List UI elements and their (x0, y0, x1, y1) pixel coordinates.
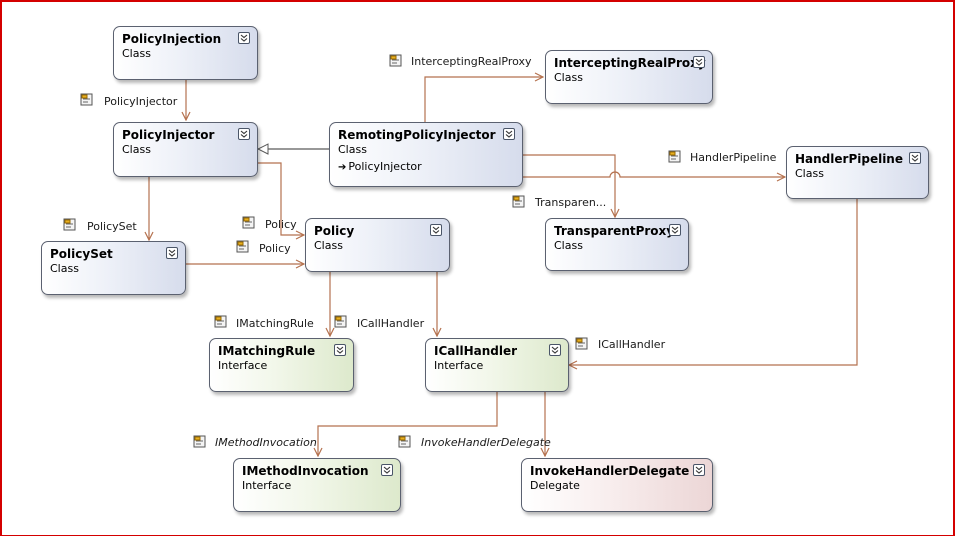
shape-policyset[interactable]: PolicySet Class (41, 241, 186, 295)
double-chevron-down-icon[interactable] (693, 464, 705, 476)
shape-name: ICallHandler (434, 344, 518, 358)
shape-name: PolicySet (50, 247, 113, 261)
double-chevron-down-icon[interactable] (669, 224, 681, 236)
shape-invokehandlerdelegate[interactable]: InvokeHandlerDelegate Delegate (521, 458, 713, 512)
assoc-policyinjector-policy[interactable] (258, 162, 304, 235)
shape-policy[interactable]: Policy Class (305, 218, 450, 272)
shape-kind: Class (314, 239, 343, 252)
label-policyinjector-assoc: PolicyInjector (104, 95, 178, 108)
frame-bottom-strip (0, 535, 955, 542)
label-imethodinvocation-assoc: IMethodInvocation (215, 436, 317, 449)
shape-kind: Class (122, 143, 151, 156)
shape-kind: Class (50, 262, 79, 275)
shape-kind: Class (554, 239, 583, 252)
shape-policyinjector[interactable]: PolicyInjector Class (113, 122, 258, 177)
label-policyset-assoc: PolicySet (87, 220, 137, 233)
double-chevron-down-icon[interactable] (381, 464, 393, 476)
shape-remotingpolicyinjector[interactable]: RemotingPolicyInjector Class ➔PolicyInje… (329, 122, 523, 187)
double-chevron-down-icon[interactable] (166, 247, 178, 259)
assoc-remoting-interceptingrealproxy[interactable] (424, 77, 543, 122)
label-interceptingrealproxy-assoc: InterceptingRealProxy (411, 55, 532, 68)
shape-kind: Class (795, 167, 824, 180)
base-type-name: PolicyInjector (348, 160, 422, 173)
property-icon (668, 150, 681, 163)
shape-kind: Interface (242, 479, 292, 492)
shape-kind: Class (338, 143, 367, 156)
label-policy-upper-assoc: Policy (265, 218, 297, 231)
shape-imatchingrule[interactable]: IMatchingRule Interface (209, 338, 354, 392)
shape-kind: Interface (218, 359, 268, 372)
double-chevron-down-icon[interactable] (238, 128, 250, 140)
property-icon (398, 435, 411, 448)
property-icon (575, 337, 588, 350)
shape-policyinjection[interactable]: PolicyInjection Class (113, 26, 258, 80)
shape-name: TransparentProxy (554, 224, 675, 238)
double-chevron-down-icon[interactable] (909, 152, 921, 164)
shape-kind: Interface (434, 359, 484, 372)
property-icon (214, 315, 227, 328)
label-icallhandler-policy-assoc: ICallHandler (357, 317, 425, 330)
shape-interceptingrealproxy[interactable]: InterceptingRealProxy Class (545, 50, 713, 104)
label-imatchingrule-assoc: IMatchingRule (236, 317, 314, 330)
assoc-remoting-transparentproxy[interactable] (523, 154, 615, 217)
shape-kind: Class (554, 71, 583, 84)
double-chevron-down-icon[interactable] (238, 32, 250, 44)
property-icon (389, 54, 402, 67)
shape-kind: Delegate (530, 479, 580, 492)
shape-icallhandler[interactable]: ICallHandler Interface (425, 338, 569, 392)
shape-name: Policy (314, 224, 355, 238)
label-policy-lower-assoc: Policy (259, 242, 291, 255)
property-icon (512, 195, 525, 208)
double-chevron-down-icon[interactable] (334, 344, 346, 356)
label-icallhandler-pipeline-assoc: ICallHandler (598, 338, 666, 351)
shape-name: HandlerPipeline (795, 152, 903, 166)
shape-transparentproxy[interactable]: TransparentProxy Class (545, 218, 689, 271)
shape-handlerpipeline[interactable]: HandlerPipeline Class (786, 146, 929, 199)
double-chevron-down-icon[interactable] (549, 344, 561, 356)
double-chevron-down-icon[interactable] (503, 128, 515, 140)
base-type-member: ➔PolicyInjector (338, 160, 514, 175)
label-handlerpipeline-assoc: HandlerPipeline (690, 151, 777, 164)
shape-name: PolicyInjection (122, 32, 222, 46)
shape-name: IMatchingRule (218, 344, 316, 358)
label-invokehandlerdelegate-assoc: InvokeHandlerDelegate (421, 436, 551, 449)
shape-name: InvokeHandlerDelegate (530, 464, 690, 478)
shape-kind: Class (122, 47, 151, 60)
assoc-icallhandler-imethodinvocation[interactable] (318, 392, 498, 456)
inheritance-arrow-icon: ➔ (338, 162, 347, 173)
double-chevron-down-icon[interactable] (430, 224, 442, 236)
property-icon (193, 435, 206, 448)
shape-imethodinvocation[interactable]: IMethodInvocation Interface (233, 458, 401, 512)
label-transparentproxy-assoc: Transparen... (535, 196, 607, 209)
assoc-handlerpipeline-icallhandler[interactable] (569, 199, 858, 365)
property-icon (242, 216, 255, 229)
property-icon (334, 315, 347, 328)
double-chevron-down-icon[interactable] (693, 56, 705, 68)
shape-name: IMethodInvocation (242, 464, 369, 478)
shape-name: InterceptingRealProxy (554, 56, 706, 70)
assoc-remoting-handlerpipeline[interactable] (523, 171, 785, 177)
property-icon (236, 240, 249, 253)
property-icon (80, 93, 93, 106)
property-icon (63, 218, 76, 231)
shape-name: RemotingPolicyInjector (338, 128, 496, 142)
shape-name: PolicyInjector (122, 128, 215, 142)
